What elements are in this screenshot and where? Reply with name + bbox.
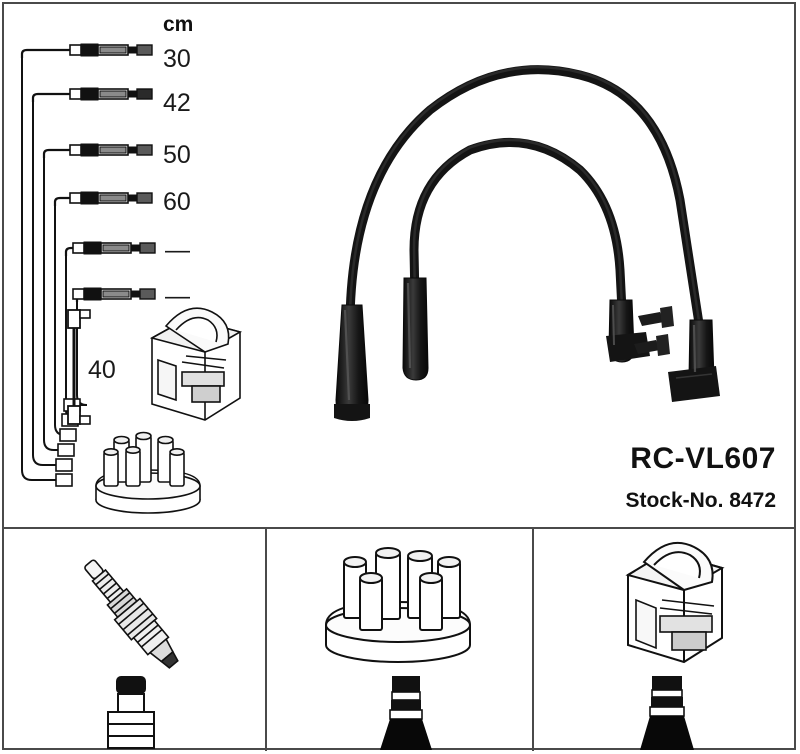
cable-length-label-5: — — [165, 236, 190, 264]
cable-schematic-rows — [20, 43, 156, 302]
stock-number: Stock-No. 8472 — [625, 489, 776, 512]
coil-lead-40 — [67, 309, 91, 425]
right-angle-boot-inner — [606, 299, 674, 363]
coil-boot — [640, 676, 694, 750]
spark-plug-boot-mid — [402, 277, 429, 381]
distributor-cap — [325, 547, 471, 663]
spark-plug — [84, 559, 179, 669]
cable-length-label-6: — — [165, 282, 190, 310]
spark-plug-boot-left — [334, 304, 370, 421]
distributor-boot — [380, 676, 432, 750]
panel-divider-vertical-1 — [265, 528, 267, 751]
product-code: RC-VL607 — [630, 442, 776, 475]
cable-row-6 — [72, 287, 156, 302]
panel-divider-horizontal — [3, 527, 795, 529]
ignition-coil — [625, 542, 725, 664]
ignition-cable-photo — [334, 65, 720, 421]
ignition-coil-outline — [149, 307, 243, 421]
cable-row-4 — [53, 191, 153, 206]
cable-row-3 — [42, 143, 153, 158]
cable-row-1 — [20, 43, 153, 58]
unit-header-label: cm — [163, 13, 194, 36]
panel-divider-vertical-2 — [532, 528, 534, 751]
coil-lead-length-label: 40 — [88, 356, 116, 384]
cable-length-label-4: 60 — [163, 188, 191, 216]
cable-length-label-1: 30 — [163, 45, 191, 73]
spark-plug-boot — [107, 676, 155, 749]
cable-row-2 — [31, 87, 153, 102]
cable-length-label-3: 50 — [163, 141, 191, 169]
cable-length-label-2: 42 — [163, 89, 191, 117]
cable-row-5 — [64, 241, 156, 256]
right-angle-boot-outer — [668, 319, 720, 402]
distributor-cap-outline — [95, 431, 201, 514]
